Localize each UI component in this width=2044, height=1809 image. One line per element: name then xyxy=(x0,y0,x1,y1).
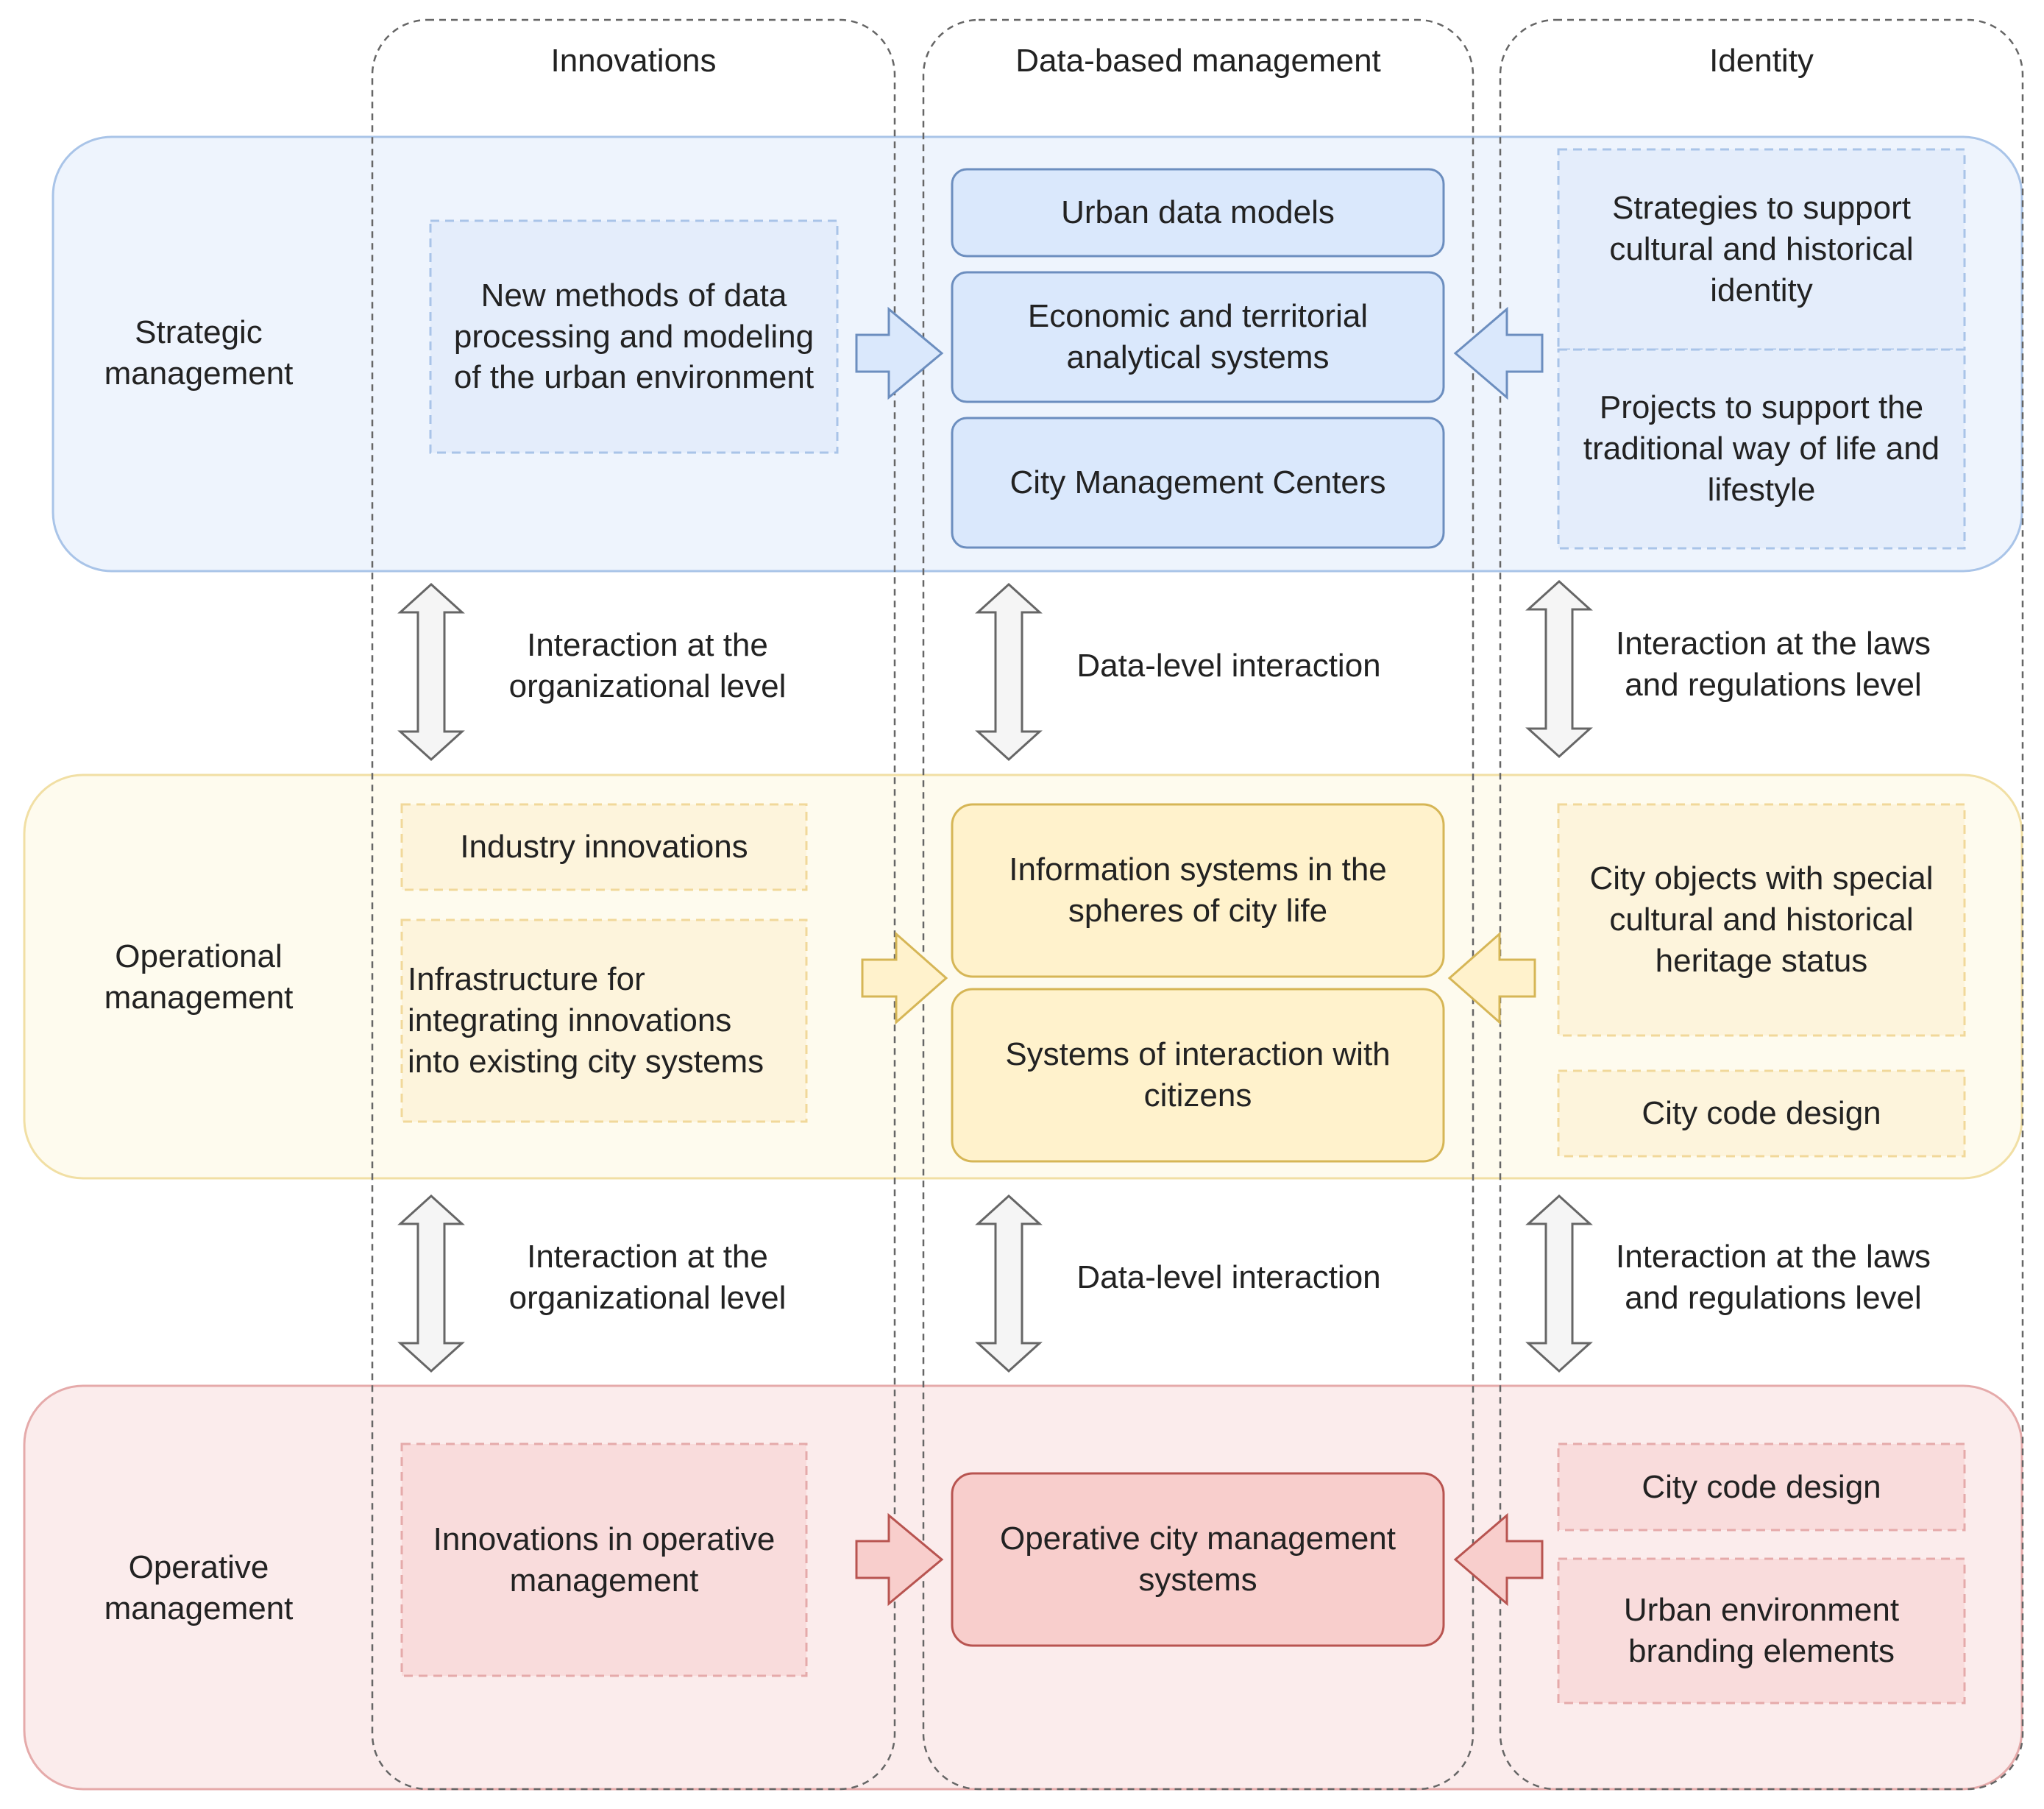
operational-innovations-text-2: Infrastructure for integrating innovatio… xyxy=(408,961,764,1080)
interaction-label-right-2: Interaction at the laws and regulations … xyxy=(1615,1239,1931,1316)
strategic-innovations-text-1: New methods of data processing and model… xyxy=(453,277,815,396)
strategic-data-text-3: City Management Centers xyxy=(1009,464,1386,501)
column-header-identity: Identity xyxy=(1709,43,1814,79)
column-innovations xyxy=(371,18,896,1791)
double-arrow-data-1 xyxy=(975,582,1043,762)
box-strategic-identity-2 xyxy=(1557,348,1966,550)
box-strategic-innovations-1 xyxy=(429,219,839,454)
band-label-operational: Operational management xyxy=(104,938,294,1016)
interaction-label-right-1: Interaction at the laws and regulations … xyxy=(1615,626,1931,703)
band-label-operative: Operative management xyxy=(104,1549,294,1626)
double-arrow-innovations-1 xyxy=(397,582,465,762)
strategic-data-text-2: Economic and territorial analytical syst… xyxy=(1027,298,1369,375)
operational-data-text-2: Systems of interaction with citizens xyxy=(1005,1036,1391,1114)
box-operative-identity-1 xyxy=(1557,1442,1966,1532)
box-operational-data-1 xyxy=(951,803,1445,978)
box-strategic-data-1 xyxy=(951,168,1445,258)
column-data xyxy=(922,18,1475,1791)
operative-identity-text-1: City code design xyxy=(1642,1468,1881,1505)
box-operational-identity-1 xyxy=(1557,803,1966,1037)
operational-identity-text-2: City code design xyxy=(1642,1095,1881,1132)
column-identity xyxy=(1499,18,2024,1791)
box-strategic-data-3 xyxy=(951,417,1445,549)
interaction-label-left-1: Interaction at the organizational level xyxy=(508,627,787,704)
double-arrow-identity-2 xyxy=(1525,1194,1593,1373)
double-arrow-data-2 xyxy=(975,1194,1043,1373)
interaction-label-left-2: Interaction at the organizational level xyxy=(508,1239,787,1316)
box-operative-innovations-1 xyxy=(400,1442,808,1677)
box-strategic-identity-1 xyxy=(1557,148,1966,351)
operative-innovations-text-1: Innovations in operative management xyxy=(433,1521,776,1599)
arrow-operative-right xyxy=(1453,1512,1544,1607)
box-operational-innovations-2 xyxy=(400,918,808,1123)
band-label-strategic: Strategic management xyxy=(104,314,294,392)
box-operational-identity-2 xyxy=(1557,1069,1966,1158)
box-operational-innovations-1 xyxy=(400,803,808,891)
box-strategic-data-2 xyxy=(951,271,1445,403)
strategic-identity-text-2: Projects to support the traditional way … xyxy=(1583,389,1940,508)
operational-identity-text-1: City objects with special cultural and h… xyxy=(1589,860,1934,979)
operational-innovations-text-1: Industry innovations xyxy=(460,829,748,865)
interaction-label-middle-1: Data-level interaction xyxy=(1076,648,1381,684)
operative-data-text-1: Operative city management systems xyxy=(999,1521,1397,1598)
box-operative-data-1 xyxy=(951,1472,1445,1647)
arrow-operative-left xyxy=(855,1512,944,1607)
column-header-innovations: Innovations xyxy=(550,43,717,79)
double-arrow-innovations-2 xyxy=(397,1194,465,1373)
operative-identity-text-2: Urban environment branding elements xyxy=(1623,1592,1900,1669)
box-operational-data-2 xyxy=(951,988,1445,1163)
strategic-identity-text-1: Strategies to support cultural and histo… xyxy=(1609,190,1914,308)
interaction-label-middle-2: Data-level interaction xyxy=(1076,1259,1381,1296)
double-arrow-identity-1 xyxy=(1525,579,1593,759)
arrow-operational-right xyxy=(1447,931,1536,1025)
strategic-data-text-1: Urban data models xyxy=(1061,194,1335,231)
operational-data-text-1: Information systems in the spheres of ci… xyxy=(1009,852,1387,929)
arrow-operational-left xyxy=(861,931,948,1025)
arrow-strategic-left xyxy=(855,306,944,400)
arrow-strategic-right xyxy=(1453,306,1544,400)
column-header-data: Data-based management xyxy=(1015,43,1381,79)
box-operative-identity-2 xyxy=(1557,1557,1966,1704)
